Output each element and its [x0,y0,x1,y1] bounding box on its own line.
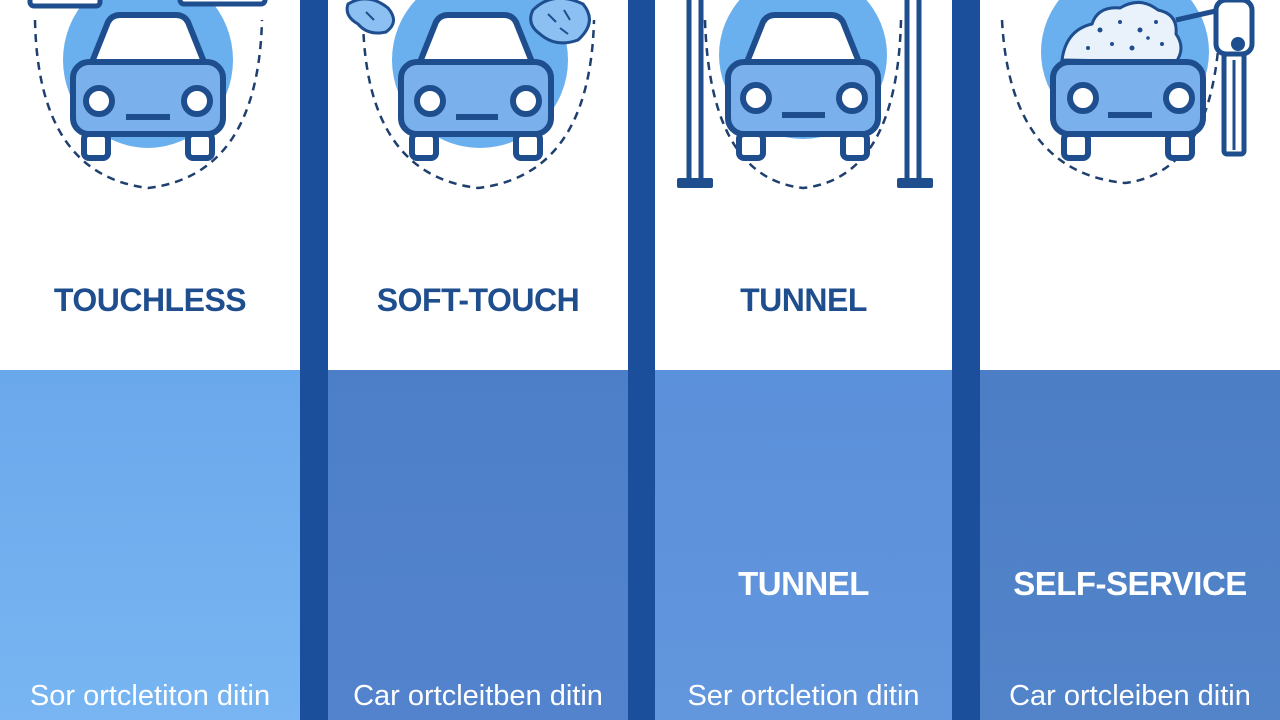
panel-self-service: SELF-SERVICE Car ortcleiben ditin [980,0,1280,720]
panel-bottom [655,370,952,720]
self-service-car-wash-icon [1000,0,1255,185]
panel-title: SOFT-TOUCH [376,282,580,318]
panel-bottom [0,370,300,720]
panel-soft-touch: SOFT-TOUCH Car ortcleitben ditin [328,0,628,720]
panel-subtitle: SELF-SERVICE [1013,565,1247,602]
panel-title: TOUCHLESS [53,282,247,318]
touchless-car-wash-icon [27,0,268,190]
panel-tunnel: TUNNEL TUNNEL Ser ortcletion ditin [655,0,952,720]
panel-bottom [328,370,628,720]
panel-subtitle: TUNNEL [738,565,869,602]
panel-touchless: TOUCHLESS Sor ortcletiton ditin [0,0,300,720]
panel-title: TUNNEL [740,282,867,318]
panel-caption: Sor ortcletiton ditin [29,680,271,712]
panel-bottom [980,370,1280,720]
tunnel-car-wash-icon [677,0,933,190]
panel-caption: Car ortcleiben ditin [1009,680,1251,712]
panel-caption: Ser ortcletion ditin [687,680,920,712]
soft-touch-car-wash-icon [345,0,596,190]
panel-caption: Car ortcleitben ditin [353,680,603,712]
